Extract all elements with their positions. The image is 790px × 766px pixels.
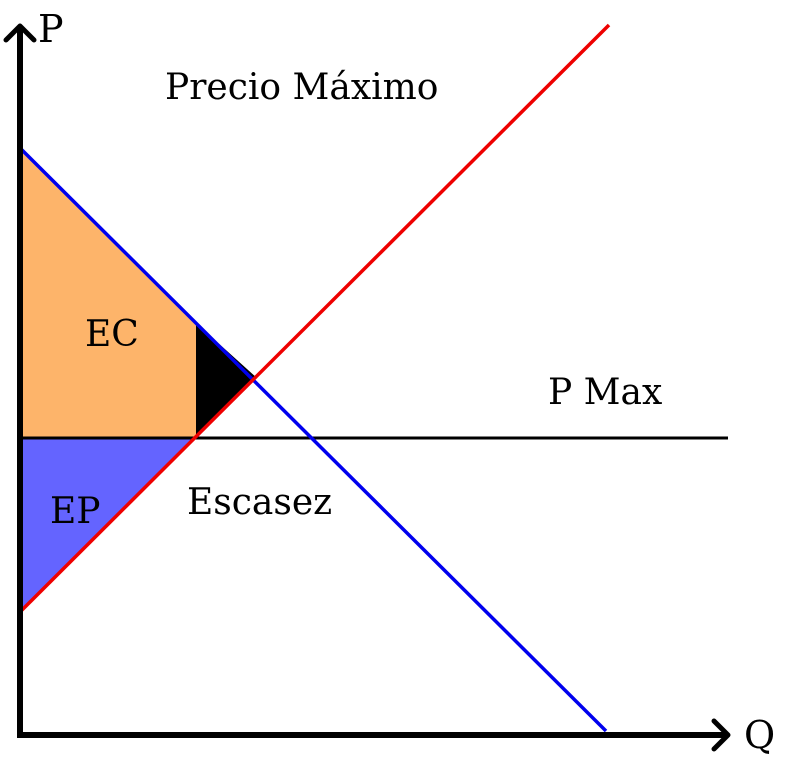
shortage-label: Escasez bbox=[187, 482, 332, 523]
price-ceiling-label: P Max bbox=[548, 372, 662, 413]
consumer-surplus-area bbox=[20, 148, 196, 438]
consumer-surplus-label: EC bbox=[85, 314, 139, 355]
y-axis-arrow bbox=[3, 23, 37, 43]
x-axis-label: Q bbox=[744, 713, 775, 757]
supply-curve bbox=[18, 23, 611, 614]
diagram-title: Precio Máximo bbox=[165, 67, 438, 108]
y-axis-label: P bbox=[38, 7, 64, 51]
producer-surplus-label: EP bbox=[50, 491, 101, 532]
x-axis-arrow bbox=[711, 718, 731, 752]
demand-curve bbox=[18, 146, 608, 733]
deadweight-loss-area bbox=[196, 323, 257, 438]
